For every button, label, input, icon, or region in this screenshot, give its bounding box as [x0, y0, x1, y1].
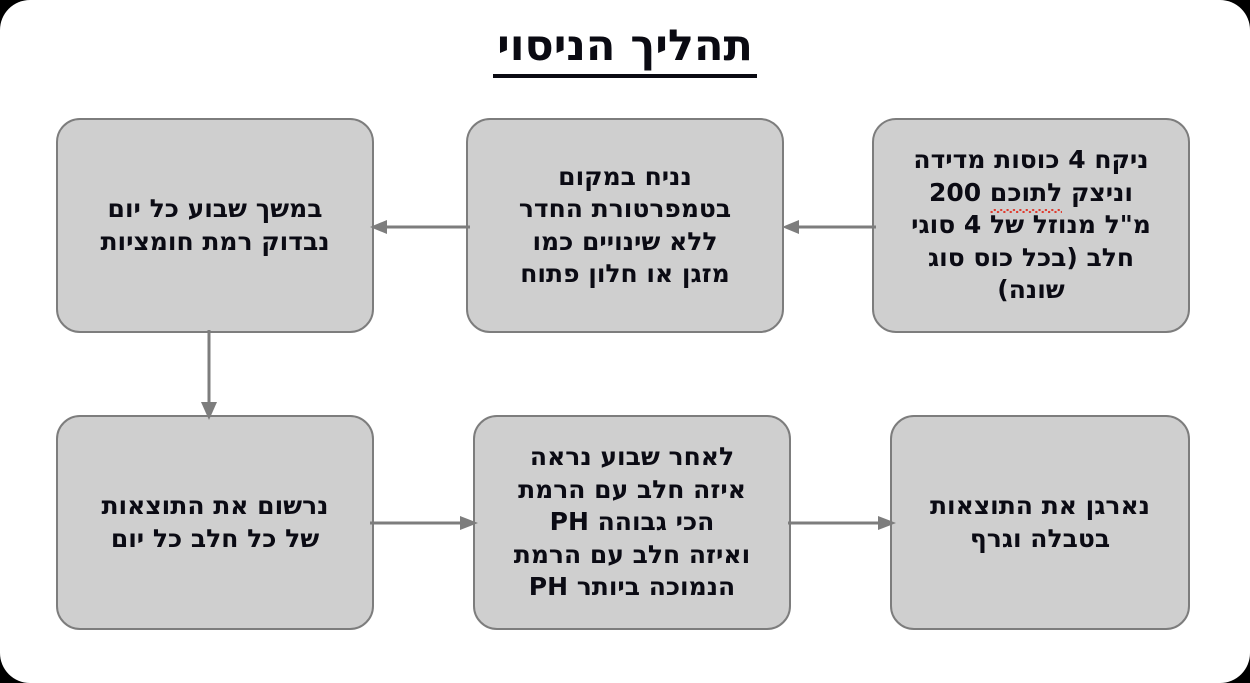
flow-node-place-text: נניח במקום בטמפרטורת החדר ללא שינויים כמ… — [518, 161, 732, 289]
arrow-place-to-measure — [370, 210, 470, 244]
spellcheck-underlined-word: לתוכם — [989, 177, 1063, 213]
flow-node-measure[interactable]: במשך שבוע כל יום נבדוק רמת חומציות — [56, 118, 374, 333]
arrow-prepare-to-place — [782, 210, 876, 244]
page-title: תהליך הניסוי — [493, 21, 757, 79]
flow-node-record-text: נרשום את התוצאות של כל חלב כל יום — [101, 491, 329, 553]
page-title-container: תהליך הניסוי — [0, 21, 1250, 79]
flow-node-organize-text: נארגן את התוצאות בטבלה וגרף — [929, 491, 1151, 553]
flow-node-prepare[interactable]: ניקח 4 כוסות מדידה וניצק לתוכם 200 מ"ל מ… — [872, 118, 1190, 333]
arrow-record-to-compare — [370, 506, 478, 540]
flow-node-prepare-text: ניקח 4 כוסות מדידה וניצק לתוכם 200 מ"ל מ… — [911, 145, 1151, 305]
arrow-measure-to-record — [192, 330, 226, 420]
flow-node-compare-text: לאחר שבוע נראה איזה חלב עם הרמת PH הכי ג… — [513, 442, 751, 602]
flow-node-organize[interactable]: נארגן את התוצאות בטבלה וגרף — [890, 415, 1190, 630]
arrow-compare-to-organize — [788, 506, 896, 540]
flow-node-measure-text: במשך שבוע כל יום נבדוק רמת חומציות — [100, 194, 330, 256]
flow-node-compare[interactable]: לאחר שבוע נראה איזה חלב עם הרמת PH הכי ג… — [473, 415, 791, 630]
flow-node-record[interactable]: נרשום את התוצאות של כל חלב כל יום — [56, 415, 374, 630]
flow-node-place[interactable]: נניח במקום בטמפרטורת החדר ללא שינויים כמ… — [466, 118, 784, 333]
